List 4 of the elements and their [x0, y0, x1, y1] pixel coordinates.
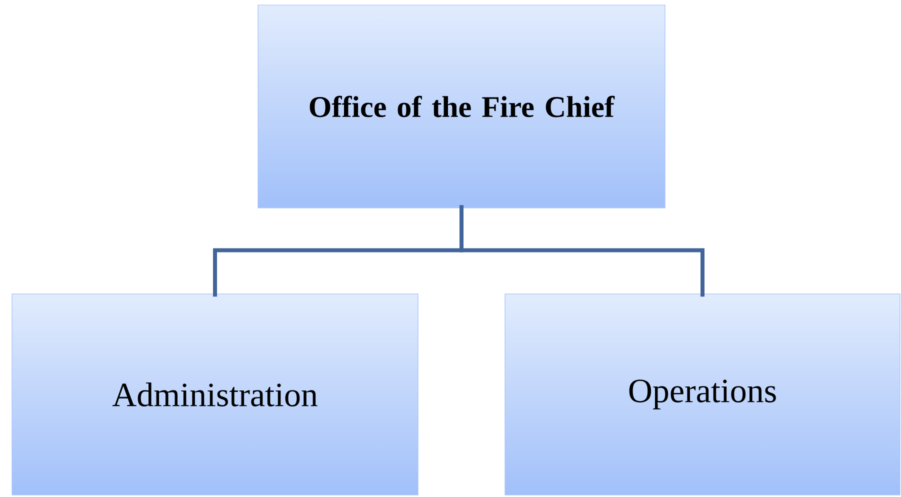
org-box: Office of the Fire Chief: [258, 4, 666, 208]
org-box: Operations: [504, 294, 900, 496]
connector-line: [460, 205, 704, 297]
org-box: Administration: [12, 294, 418, 496]
